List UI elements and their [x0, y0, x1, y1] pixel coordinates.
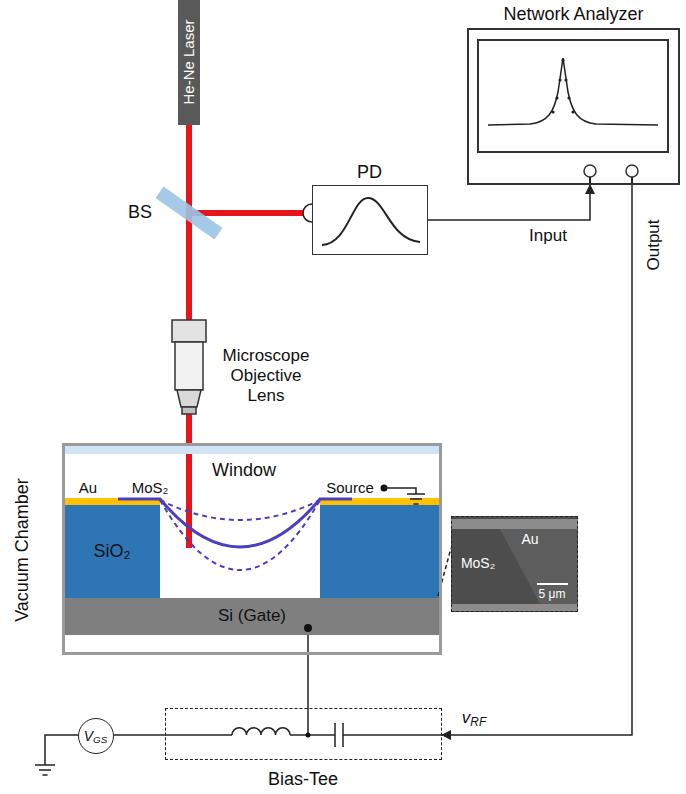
output-port	[626, 165, 638, 177]
sem-flake	[500, 529, 578, 604]
objective-body	[175, 342, 203, 390]
objective-lens: Microscope Objective Lens	[172, 320, 206, 415]
data-points	[551, 58, 574, 113]
network-analyzer: Network Analyzer	[467, 28, 680, 185]
signal-label: vRF	[462, 708, 486, 728]
node-text: Bias-Tee	[268, 769, 338, 790]
analyzer-screen	[478, 40, 668, 152]
ground-wire	[45, 735, 78, 765]
data-point	[564, 78, 567, 81]
node-text: Vacuum Chamber	[12, 478, 33, 622]
beam-splitter	[155, 187, 222, 240]
oxide-layer: SiO₂	[65, 505, 160, 598]
mos2-membrane	[118, 499, 352, 547]
signal-wire	[114, 734, 165, 736]
wire	[290, 734, 335, 736]
signal-wire	[442, 185, 632, 735]
ground-symbol	[35, 765, 55, 775]
oxide-block	[320, 505, 439, 598]
component-label: BS	[128, 202, 152, 223]
signal-wire	[428, 185, 590, 220]
voltage-source: VGS	[78, 718, 114, 754]
signal-wire	[307, 635, 309, 708]
resonance-curve	[488, 58, 658, 125]
wire	[343, 734, 442, 736]
chamber-window	[65, 446, 439, 454]
data-point	[561, 58, 564, 61]
part-label: Window	[212, 460, 276, 481]
port-label: Output	[644, 219, 664, 270]
detector-response-curve	[322, 198, 420, 245]
detector-window	[303, 204, 312, 222]
membrane-deflection	[160, 500, 320, 570]
node-text: Microscope Objective Lens	[220, 346, 312, 406]
junction-dot	[306, 733, 311, 738]
objective-tip	[177, 390, 201, 407]
port-label: Input	[529, 226, 567, 246]
capacitor-symbol	[334, 723, 336, 747]
node-text: SiO₂	[94, 541, 131, 562]
ground-symbol	[407, 494, 425, 504]
sem-gold-band	[451, 604, 578, 611]
gate-substrate: Si (Gate)	[65, 598, 439, 635]
objective-lens	[182, 407, 196, 414]
sem-image	[451, 516, 578, 612]
data-point	[571, 110, 574, 113]
bias-tee: Bias-Tee	[165, 708, 442, 760]
node-text: Au	[521, 531, 538, 547]
node-text: He-Ne Laser	[180, 19, 197, 104]
sem-inset: AuMoS₂ 5 μm	[451, 516, 578, 612]
node-text: Network Analyzer	[503, 4, 643, 25]
scale-bar	[537, 583, 568, 585]
membrane-deflection	[160, 500, 320, 520]
ground-wire	[384, 488, 416, 494]
silicon-substrate	[65, 598, 439, 635]
reflected-beam	[189, 210, 305, 216]
material-label: MoS₂	[132, 479, 169, 496]
gate-contact	[304, 624, 312, 632]
data-point	[555, 96, 558, 99]
wire	[165, 734, 232, 736]
node-text: Si (Gate)	[218, 606, 286, 626]
photodetector-box: PD	[312, 185, 428, 255]
wire	[307, 708, 309, 735]
terminal-label: Source	[326, 479, 374, 496]
data-point	[567, 96, 570, 99]
node-text: 5 μm	[539, 588, 566, 602]
node-text: VGS	[84, 727, 108, 743]
material-label: Au	[79, 479, 97, 496]
laser-body	[178, 0, 200, 125]
data-point	[551, 110, 554, 113]
sem-gold-band	[451, 519, 578, 529]
objective-cap	[172, 320, 206, 342]
data-point	[558, 78, 561, 81]
laser-source: He-Ne Laser	[178, 0, 200, 125]
input-port	[584, 165, 596, 177]
inductor-symbol	[232, 728, 290, 735]
node-text: MoS₂	[461, 555, 495, 571]
oxide-block	[65, 505, 160, 598]
node-text: PD	[357, 162, 382, 183]
